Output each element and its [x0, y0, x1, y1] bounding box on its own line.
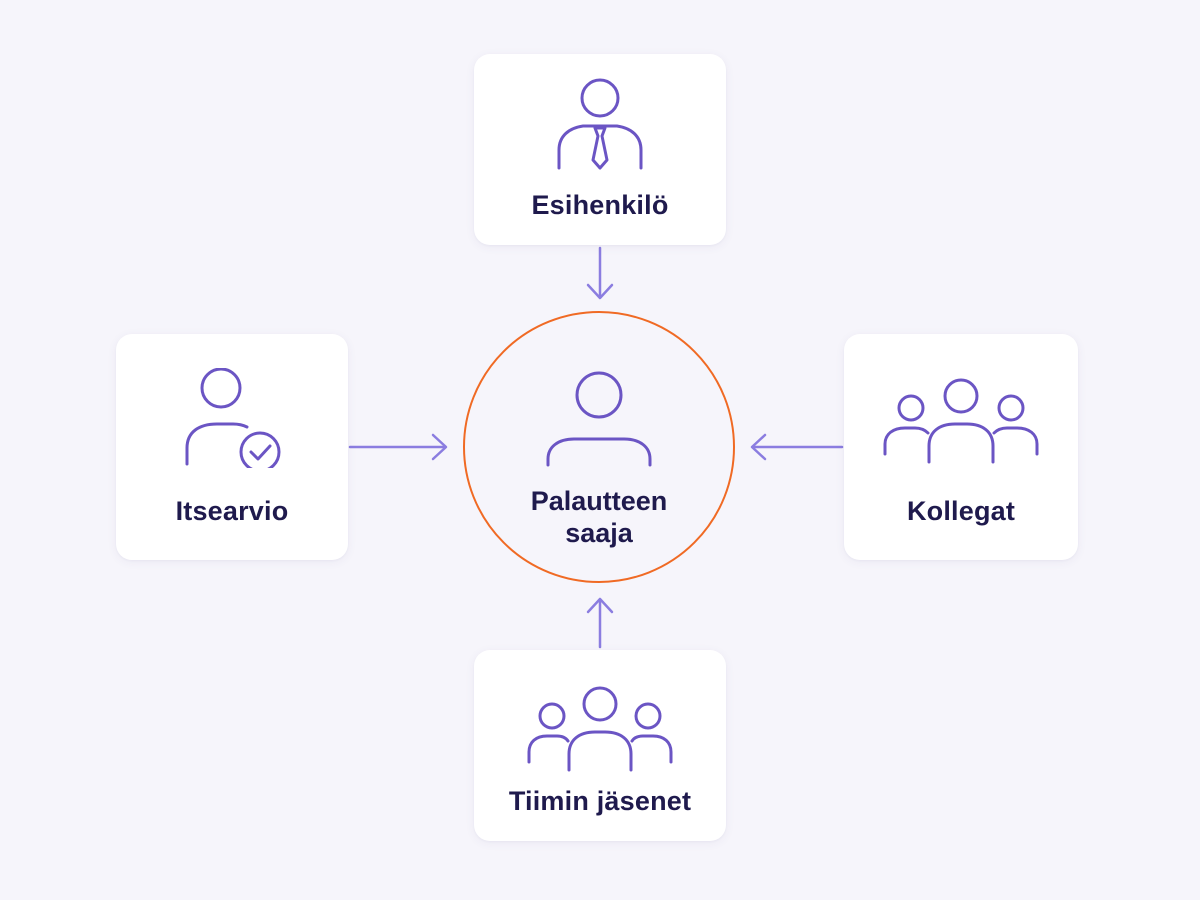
feedback-recipient-circle: Palautteen saaja [463, 311, 735, 583]
source-label-left: Itsearvio [175, 496, 289, 526]
group-icon [844, 378, 1078, 464]
card-esihenkilo: Esihenkilö [474, 54, 726, 245]
person-icon [465, 371, 733, 471]
recipient-label-line2: saaja [565, 518, 633, 548]
arrow-top-to-center [586, 246, 614, 300]
recipient-label-line1: Palautteen [530, 486, 668, 516]
card-tiimin-jasenet: Tiimin jäsenet [474, 650, 726, 841]
arrow-right-to-center [750, 433, 844, 461]
person-check-icon [116, 368, 348, 468]
manager-icon [474, 78, 726, 174]
source-label-right: Kollegat [906, 496, 1016, 526]
card-itsearvio: Itsearvio [116, 334, 348, 560]
arrow-left-to-center [348, 433, 448, 461]
source-label-top: Esihenkilö [531, 190, 669, 220]
arrow-bottom-to-center [586, 597, 614, 649]
source-label-bottom: Tiimin jäsenet [508, 786, 692, 816]
card-kollegat: Kollegat [844, 334, 1078, 560]
group-icon [474, 686, 726, 772]
recipient-label: Palautteen saaja [465, 485, 733, 549]
